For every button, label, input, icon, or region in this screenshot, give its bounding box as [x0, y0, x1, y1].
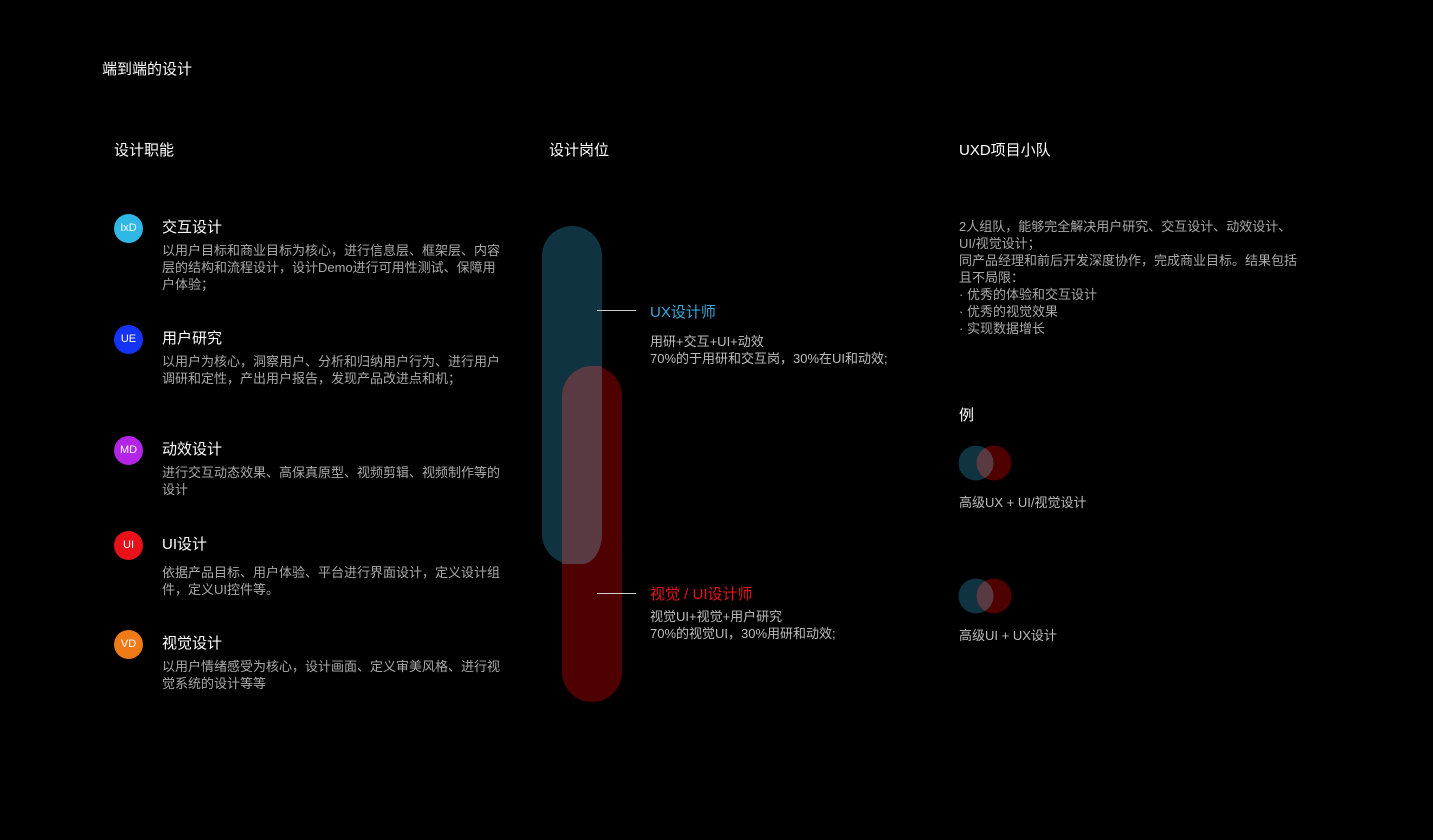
function-desc: 依据产品目标、用户体验、平台进行界面设计，定义设计组件，定义UI控件等。	[162, 565, 501, 597]
page-title: 端到端的设计	[102, 61, 193, 78]
function-desc: 进行交互动态效果、高保真原型、视频剪辑、视频制作等的设计	[162, 465, 501, 497]
ux-position-line1: 用研+交互+UI+动效	[650, 334, 764, 349]
ixd-badge: IxD	[114, 214, 143, 243]
ui-position-title: 视觉 / UI设计师	[650, 586, 753, 603]
function-title: 用户研究	[162, 330, 223, 347]
function-desc: 以用户目标和商业目标为核心，进行信息层、框架层、内容层的结构和流程设计，设计De…	[162, 243, 501, 292]
function-title: 动效设计	[162, 441, 223, 458]
team-line: 同产品经理和前后开发深度协作，完成商业目标。结果包括且不局限：	[959, 253, 1298, 285]
team-line: · 实现数据增长	[959, 321, 1045, 336]
functions-heading: 设计职能	[114, 142, 175, 159]
vd-badge: VD	[114, 630, 143, 659]
example-label-2: 高级UI + UX设计	[959, 628, 1057, 643]
team-line: · 优秀的视觉效果	[959, 304, 1058, 319]
ux-connector-line	[597, 310, 636, 311]
md-badge: MD	[114, 436, 143, 465]
team-line: 2人组队，能够完全解决用户研究、交互设计、动效设计、UI/视觉设计；	[959, 219, 1292, 251]
team-heading: UXD项目小队	[959, 142, 1051, 159]
function-title: UI设计	[162, 536, 208, 553]
function-title: 交互设计	[162, 219, 223, 236]
positions-heading: 设计岗位	[549, 142, 610, 159]
function-title: 视觉设计	[162, 635, 223, 652]
function-desc: 以用户情绪感受为核心，设计画面、定义审美风格、进行视觉系统的设计等等	[162, 659, 501, 691]
ux-position-line2: 70%的于用研和交互岗，30%在UI和动效;	[650, 351, 888, 366]
ue-badge: UE	[114, 325, 143, 354]
ui-position-line1: 视觉UI+视觉+用户研究	[650, 609, 783, 624]
team-line: · 优秀的体验和交互设计	[959, 287, 1097, 302]
function-desc: 以用户为核心，洞察用户、分析和归纳用户行为、进行用户调研和定性，产出用户报告，发…	[162, 354, 501, 386]
example-label-1: 高级UX + UI/视觉设计	[959, 495, 1087, 510]
ui-connector-line	[597, 593, 636, 594]
bar-overlap	[562, 366, 602, 564]
team-description: 2人组队，能够完全解决用户研究、交互设计、动效设计、UI/视觉设计； 同产品经理…	[959, 218, 1299, 337]
ui-position-line2: 70%的视觉UI，30%用研和动效;	[650, 626, 836, 641]
venn-ui-ux-icon	[958, 578, 1012, 614]
ui-badge: UI	[114, 531, 143, 560]
example-heading: 例	[959, 407, 975, 424]
ux-position-title: UX设计师	[650, 304, 716, 321]
venn-ux-ui-icon	[958, 445, 1012, 481]
